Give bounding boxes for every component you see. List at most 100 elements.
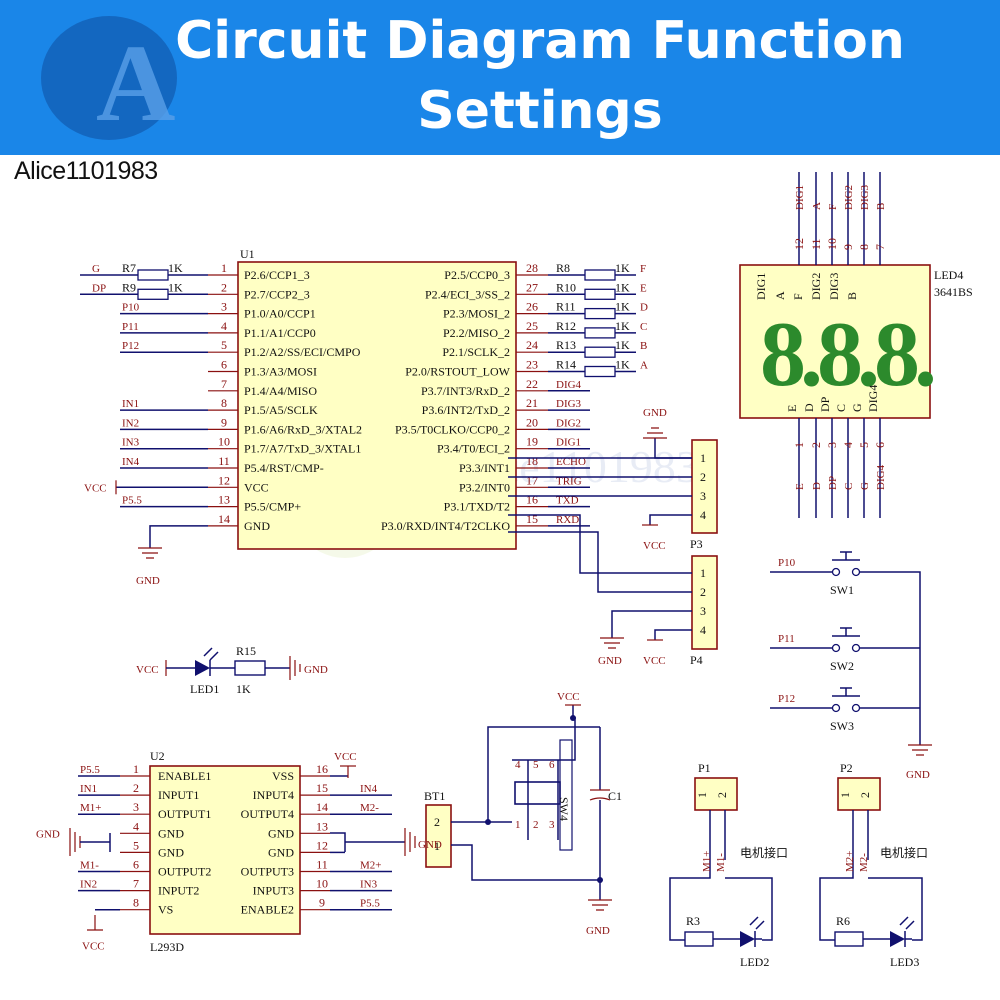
u1-pin-name: P1.1/A1/CCP0 (244, 326, 316, 340)
led4-top-pin-number: 11 (809, 238, 823, 250)
u1-pin-number: 15 (526, 512, 538, 526)
led4-bottom-pin-number: 3 (825, 442, 839, 448)
u2-pin-name: INPUT1 (158, 788, 199, 802)
led4-top-net: A (811, 202, 823, 210)
switch-net-label: P10 (778, 557, 796, 569)
u1-pin-name: P2.3/MOSI_2 (443, 307, 510, 321)
u1-pin-number: 17 (526, 473, 538, 487)
led3-diode-icon (890, 931, 905, 947)
p1-wire1-label: M1+ (701, 851, 713, 872)
led4-top-pin-number: 9 (841, 244, 855, 250)
led4-ref: LED4 (934, 268, 963, 282)
resistor-ref: R13 (556, 338, 576, 352)
sw4-wires (488, 705, 576, 840)
net-label: DIG3 (556, 398, 582, 410)
u2-pin-number: 12 (316, 838, 328, 852)
u1-pin-name: P3.6/INT2/TxD_2 (422, 403, 510, 417)
p1-wires (669, 810, 773, 941)
led4-top-inner-label: F (791, 293, 805, 300)
sw4-pin6: 6 (549, 759, 555, 771)
net-label: RXD (556, 514, 579, 526)
net-label: IN2 (80, 879, 97, 891)
u1-pin-name: P5.5/CMP+ (244, 500, 301, 514)
resistor (584, 288, 616, 300)
p1-ref: P1 (698, 761, 711, 775)
p2-wire1-label: M2+ (844, 851, 856, 872)
led4-top-net: DIG2 (843, 185, 855, 210)
led4-bottom-net: D (811, 482, 823, 490)
net-label: DIG4 (556, 379, 582, 391)
u1-pin-name: P1.7/A7/TxD_3/XTAL1 (244, 442, 361, 456)
bt1-pin1: 1 (434, 839, 440, 853)
net-label: D (640, 302, 648, 314)
p2-pin2: 2 (858, 792, 872, 798)
u2-pin-number: 2 (133, 781, 139, 795)
sw4-ref: SW4 (557, 797, 571, 821)
p2-wire2-label: M2- (858, 853, 870, 872)
u2-pin-name: GND (158, 826, 184, 840)
u2-pin-number: 16 (316, 762, 328, 776)
led2-glow-icon (749, 916, 765, 947)
led4-bottom-pin-number: 2 (809, 442, 823, 448)
u1-pin-number: 26 (526, 300, 538, 314)
p4-vcc-wire (654, 629, 692, 640)
u1-pin-name: P3.3/INT1 (459, 461, 510, 475)
sw4-pin1: 1 (515, 819, 521, 831)
u1-pin-number: 10 (218, 435, 230, 449)
switch-contact-icon (831, 703, 841, 713)
led4-top-inner-label: A (773, 291, 787, 300)
net-label: GND (36, 828, 60, 840)
banner-title: Circuit Diagram Function Settings (110, 6, 970, 146)
switch-ref: SW1 (830, 583, 854, 597)
net-label: A (640, 360, 648, 372)
sw4-vcc-label: VCC (557, 691, 580, 703)
bt1-wires (451, 726, 601, 900)
banner-title-line2: Settings (417, 81, 663, 141)
u1-pin-number: 8 (221, 396, 227, 410)
u1-pin-name: P3.1/TXD/T2 (444, 500, 510, 514)
resistor-val: 1K (615, 338, 630, 352)
u1-pin-number: 25 (526, 319, 538, 333)
u2-pin-number: 9 (319, 896, 325, 910)
led4-bottom-net: C (843, 483, 855, 490)
net-label: P5.5 (360, 898, 380, 910)
p4-signal-wires (508, 514, 692, 593)
p3-pin-number: 3 (700, 489, 706, 503)
u2-pin-number: 14 (316, 800, 328, 814)
u1-pin-name: P2.4/ECI_3/SS_2 (425, 287, 510, 301)
net-label: TRIG (556, 475, 582, 487)
led4-bottom-inner-label: DP (818, 396, 832, 412)
p1-connector: P1 1 2 M1+ M1- 电机接口 R3 LED2 (669, 761, 788, 969)
u1-pin-name: P1.0/A0/CCP1 (244, 307, 316, 321)
u2-gnd-right-icon (404, 828, 416, 856)
led4-bottom-pin-number: 4 (841, 442, 855, 448)
p1-caption: 电机接口 (740, 845, 788, 860)
switch-ref: SW2 (830, 659, 854, 673)
u2-pin-number: 11 (316, 858, 328, 872)
u1-pin-name: P1.4/A4/MISO (244, 384, 317, 398)
p2-pin1: 1 (838, 792, 852, 798)
u1-pin-number: 5 (221, 338, 227, 352)
led1-ref: LED1 (190, 682, 219, 696)
resistor-ref: R9 (122, 280, 136, 294)
net-label: VCC (82, 941, 105, 953)
led4-bottom-pin-number: 1 (792, 442, 806, 448)
resistor (137, 269, 169, 281)
switch-ref: SW3 (830, 719, 854, 733)
u2-pin-name: GND (158, 845, 184, 859)
resistor-ref: R11 (556, 300, 576, 314)
net-label: DP (92, 282, 106, 294)
u2-gnd-right-wire (330, 832, 346, 852)
svg-text:A: A (96, 22, 175, 142)
p3-pin-number: 2 (700, 470, 706, 484)
led4-bottom-pin-number: 6 (873, 442, 887, 448)
resistor (584, 307, 616, 320)
u1-pin-number: 11 (218, 454, 230, 468)
resistor (584, 327, 616, 339)
u2-pin-name: INPUT4 (253, 788, 294, 802)
u1-pin-number: 21 (526, 396, 538, 410)
